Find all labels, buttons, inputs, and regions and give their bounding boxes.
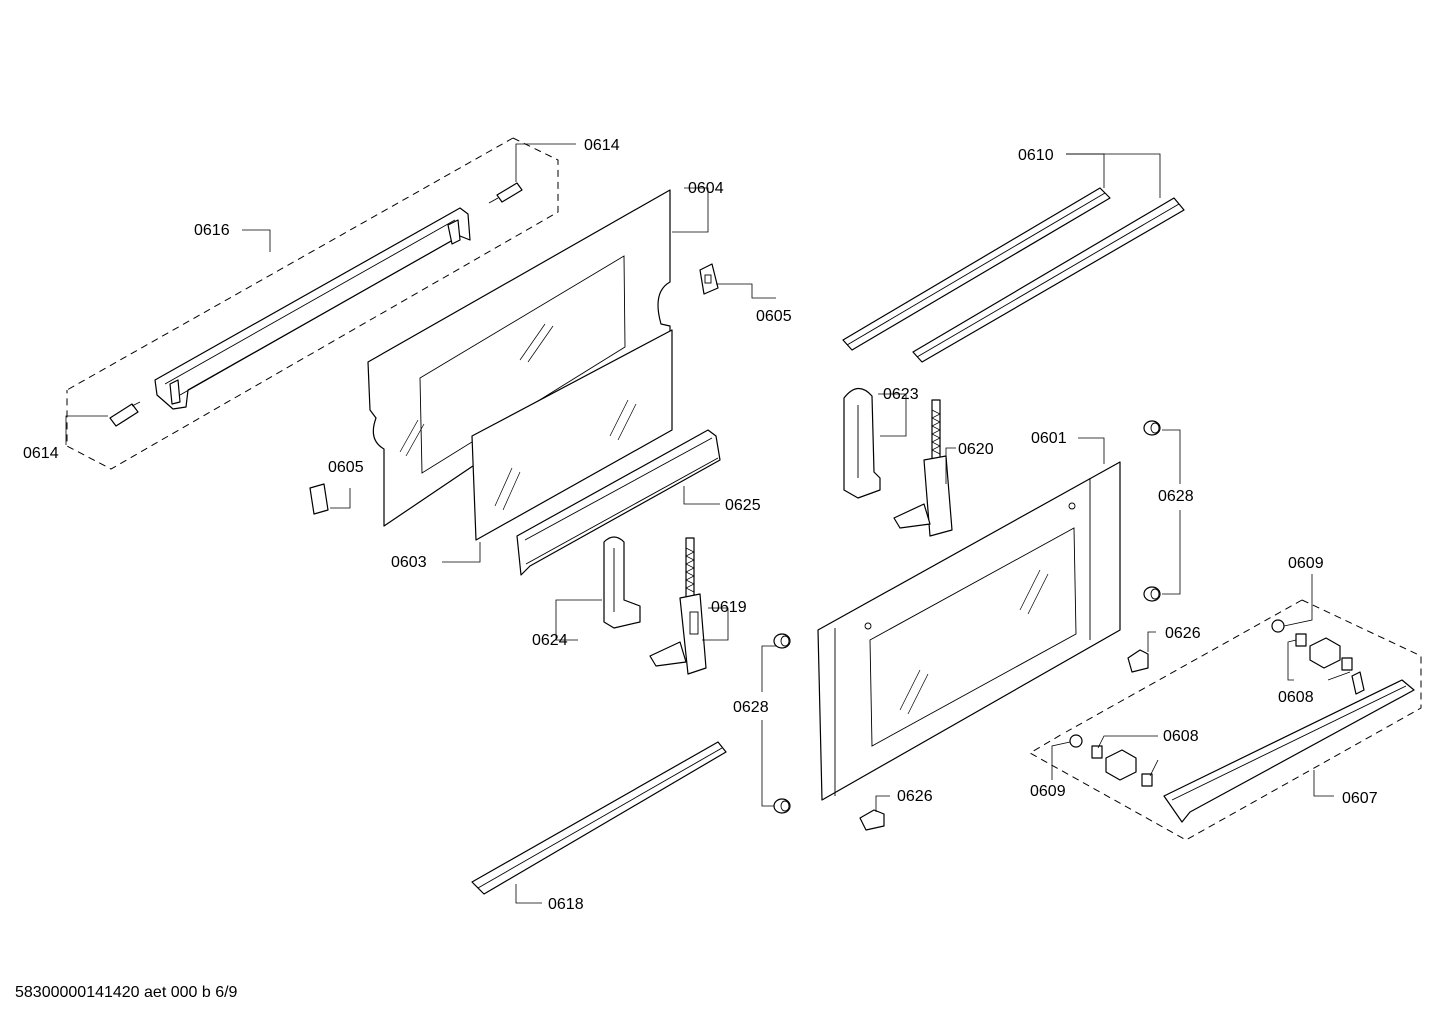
part-0608-block-bottom[interactable] <box>1091 745 1153 787</box>
part-0628-bumper-upper[interactable] <box>773 633 791 649</box>
label-0603[interactable]: 0603 <box>391 554 427 571</box>
part-0619-hinge[interactable] <box>649 537 707 675</box>
group-0616-box <box>66 137 559 470</box>
part-0607-handle[interactable] <box>1163 671 1415 823</box>
label-0614-top[interactable]: 0614 <box>584 137 620 154</box>
part-0603-glass[interactable] <box>471 329 673 541</box>
label-0628-right[interactable]: 0628 <box>1158 488 1194 505</box>
label-0605-right[interactable]: 0605 <box>756 308 792 325</box>
label-0624[interactable]: 0624 <box>532 632 568 649</box>
part-0608-block-top[interactable] <box>1295 633 1353 671</box>
part-0616-rail[interactable] <box>154 207 471 410</box>
footer-document-code: 58300000141420 aet 000 b 6/9 <box>15 984 238 1001</box>
part-0628-bumper-right-lower[interactable] <box>1143 586 1161 602</box>
label-0614-left[interactable]: 0614 <box>23 445 59 462</box>
part-0614-pin-left[interactable] <box>109 401 141 427</box>
label-0625[interactable]: 0625 <box>725 497 761 514</box>
part-0605-clip-right[interactable] <box>699 263 719 295</box>
group-0607-box <box>1028 599 1422 841</box>
label-0610[interactable]: 0610 <box>1018 147 1054 164</box>
leader-lines <box>65 143 1351 904</box>
label-0619[interactable]: 0619 <box>711 599 747 616</box>
part-0628-bumper-lower[interactable] <box>773 798 791 814</box>
label-0618[interactable]: 0618 <box>548 896 584 913</box>
label-0609-top[interactable]: 0609 <box>1288 555 1324 572</box>
labels: 0614 0614 0616 0604 0605 0605 0603 0625 … <box>23 137 1378 913</box>
part-0601-door[interactable] <box>817 461 1121 801</box>
part-0626-foot-bottom[interactable] <box>859 809 885 831</box>
label-0623[interactable]: 0623 <box>883 386 919 403</box>
part-0623-bracket[interactable] <box>843 387 881 499</box>
label-0604[interactable]: 0604 <box>688 180 724 197</box>
label-0609-bottom[interactable]: 0609 <box>1030 783 1066 800</box>
part-0626-foot-top[interactable] <box>1127 649 1149 673</box>
part-0609-cap-bottom[interactable] <box>1069 734 1083 748</box>
part-0628-bumper-right-upper[interactable] <box>1143 420 1161 436</box>
label-0616[interactable]: 0616 <box>194 222 230 239</box>
part-0625-channel[interactable] <box>516 429 721 576</box>
label-0608-top[interactable]: 0608 <box>1278 689 1314 706</box>
part-0624-bracket[interactable] <box>603 536 641 629</box>
label-0605-left[interactable]: 0605 <box>328 459 364 476</box>
label-0626-bottom[interactable]: 0626 <box>897 788 933 805</box>
part-0610-seal-2[interactable] <box>912 197 1185 363</box>
part-0614-pin-top[interactable] <box>488 182 523 204</box>
part-0610-seal-1[interactable] <box>842 187 1111 351</box>
part-0620-hinge[interactable] <box>893 399 953 537</box>
label-0601[interactable]: 0601 <box>1031 430 1067 447</box>
label-0607[interactable]: 0607 <box>1342 790 1378 807</box>
part-0618-strip[interactable] <box>471 741 727 895</box>
label-0620[interactable]: 0620 <box>958 441 994 458</box>
label-0608-bottom[interactable]: 0608 <box>1163 728 1199 745</box>
part-0609-cap-top[interactable] <box>1271 619 1285 633</box>
label-0628-mid[interactable]: 0628 <box>733 699 769 716</box>
part-0605-clip-left[interactable] <box>309 483 329 515</box>
label-0626-top[interactable]: 0626 <box>1165 625 1201 642</box>
